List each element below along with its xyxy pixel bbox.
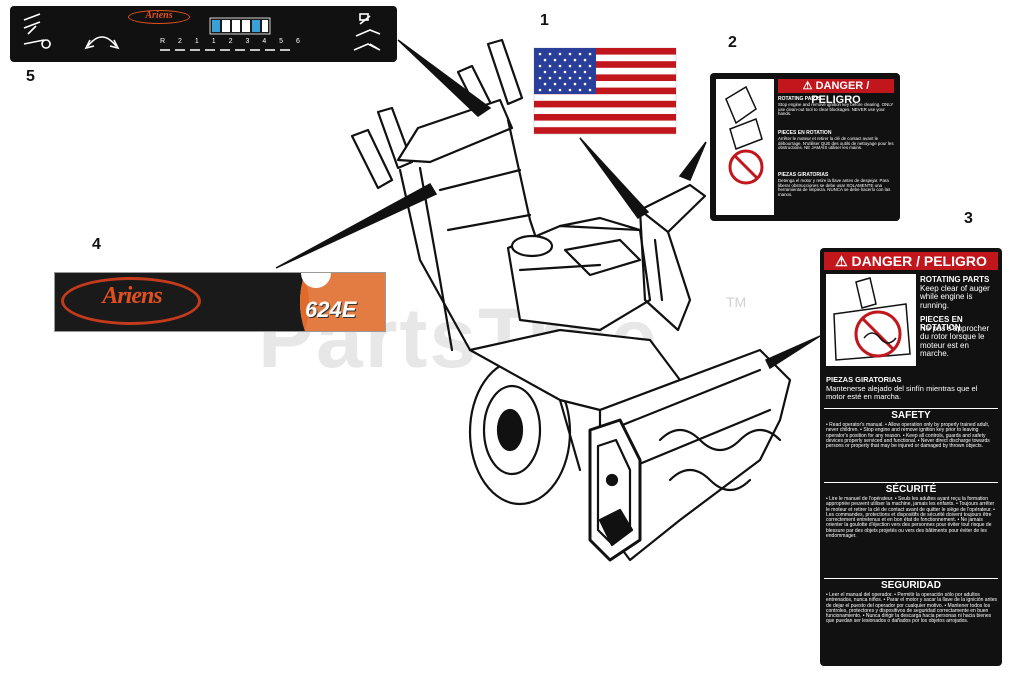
rotating-parts-body: Stop engine and remove ignition key befo… — [778, 102, 894, 117]
rotating-parts-title: ROTATING PARTS — [778, 96, 822, 102]
model-number: 624E — [305, 297, 357, 322]
headlight-icon — [359, 13, 369, 21]
model-decal: Ariens 624E — [54, 272, 386, 332]
pieces-rotation-title: PIECES EN ROTATION — [920, 315, 963, 333]
rotating-parts-body: Keep clear of auger while engine is runn… — [920, 284, 990, 310]
warning-triangle-icon: ⚠ — [835, 253, 848, 269]
ariens-logo-oval — [61, 277, 201, 325]
callout-5: 5 — [26, 68, 35, 85]
safety-title: SAFETY — [891, 410, 931, 421]
chute-rotate-icon — [84, 36, 120, 50]
safety-body: • Read operator's manual. • Allow operat… — [826, 422, 990, 449]
callout-3: 3 — [964, 210, 973, 227]
speed-marks: R 2 1 1 2 3 4 5 6 — [160, 38, 300, 45]
piezas-giratorias-title: PIEZAS GIRATORIAS — [826, 375, 902, 384]
chute-danger-decal: ⚠ DANGER / PELIGRO ROTATING PARTS Stop e… — [710, 73, 900, 221]
piezas-giratorias-body: Detenga el motor y retire la llave antes… — [778, 178, 891, 197]
drive-engage-icon — [353, 43, 381, 51]
callout-1: 1 — [540, 12, 549, 29]
control-panel-decal: Ariens R 2 — [10, 6, 397, 62]
choke-icon — [23, 13, 41, 35]
seguridad-body: • Leer el manual del operador. • Permiti… — [826, 592, 998, 625]
pieces-rotation-body: Ne pas s'approcher du rotor lorsque le m… — [920, 324, 990, 359]
auger-warning-pictogram — [826, 274, 916, 366]
callout-2: 2 — [728, 34, 737, 51]
trademark-mark: TM — [726, 294, 747, 310]
pieces-rotation-title: PIECES EN ROTATION — [778, 130, 832, 136]
securite-body: • Lire le manuel de l'opérateur. • Seuls… — [826, 496, 995, 539]
danger-header: ⚠ DANGER / PELIGRO — [778, 79, 894, 106]
ariens-logo-text: Ariens — [145, 10, 173, 21]
pieces-rotation-body: Arrêter le moteur et retirer la clé de c… — [778, 136, 894, 151]
warning-triangle-icon: ⚠ — [802, 80, 813, 92]
seguridad-title: SEGURIDAD — [880, 580, 941, 591]
hand-warning-pictogram — [716, 79, 774, 215]
brand-logo: Ariens — [102, 283, 162, 309]
piezas-giratorias-body: Mantenerse alejado del sinfín mientras q… — [826, 384, 978, 401]
rotating-parts-title: ROTATING PARTS — [920, 275, 990, 284]
us-flag-icon — [533, 47, 677, 135]
piezas-giratorias-title: PIEZAS GIRATORIAS — [778, 172, 829, 178]
callout-4: 4 — [92, 236, 101, 253]
danger-header: ⚠ DANGER / PELIGRO — [824, 252, 998, 270]
ariens-logo: Ariens — [128, 10, 190, 24]
auger-danger-decal: ⚠ DANGER / PELIGRO ROTATING PARTS Keep c… — [820, 248, 1002, 666]
securite-title: SÉCURITÉ — [885, 484, 937, 495]
throttle-icon — [23, 39, 51, 49]
